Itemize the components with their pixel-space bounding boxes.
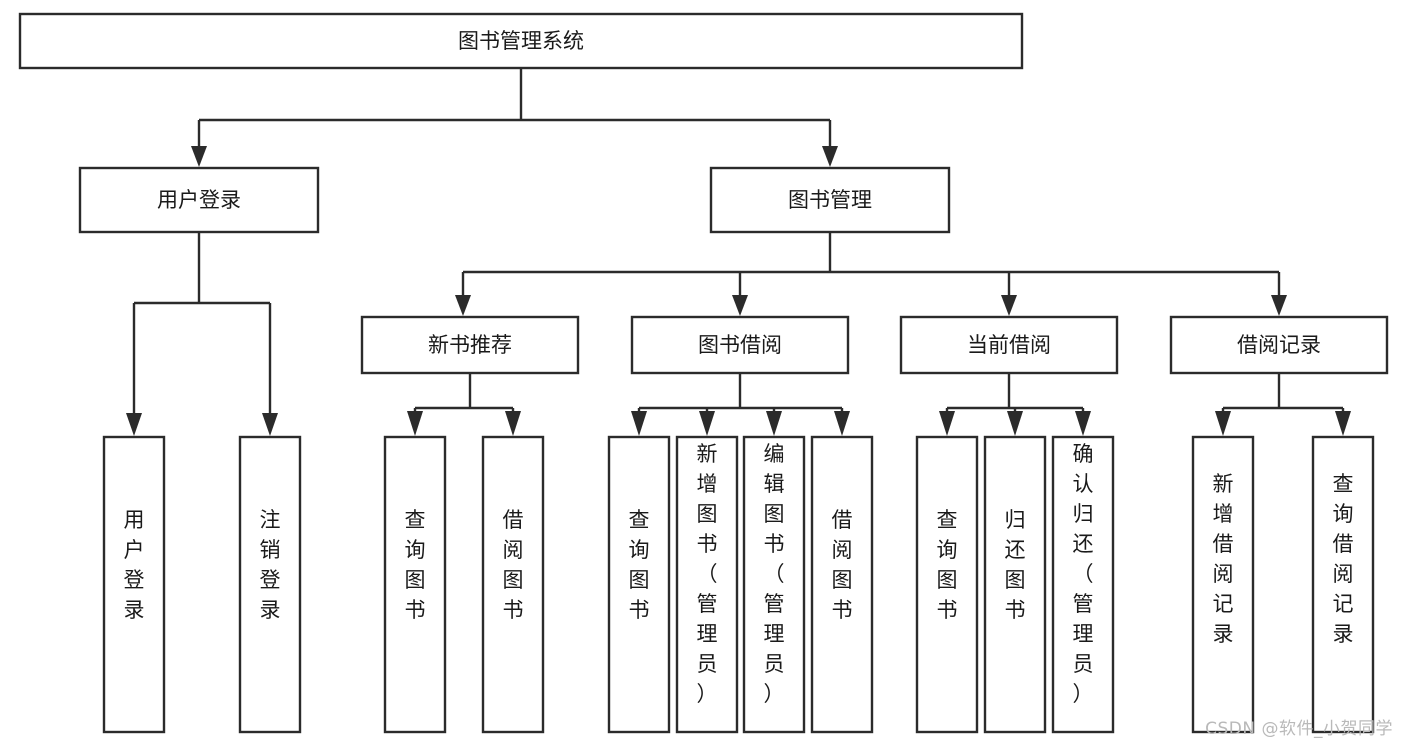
- node-book-manage[interactable]: 图书管理: [709, 166, 951, 234]
- node-leaf-return-book-rect[interactable]: [983, 435, 1047, 734]
- arrowhead-leaf-query-book-2: [631, 411, 647, 436]
- node-root-rect[interactable]: [18, 12, 1024, 70]
- arrowhead-leaf-add-book: [699, 411, 715, 436]
- connector-group-new-book-rec: [407, 373, 521, 436]
- node-leaf-borrow-book-2-label: 借阅图书: [832, 508, 853, 622]
- node-leaf-query-book-3-rect[interactable]: [915, 435, 979, 734]
- node-book-manage-rect[interactable]: [709, 166, 951, 234]
- node-leaf-confirm-return-rect[interactable]: [1051, 435, 1115, 734]
- node-leaf-user-login[interactable]: 用户登录: [102, 435, 166, 734]
- arrowhead-leaf-add-record: [1215, 411, 1231, 436]
- node-book-borrow[interactable]: 图书借阅: [630, 315, 850, 375]
- node-new-book-rec-label: 新书推荐: [428, 333, 512, 357]
- node-leaf-logout-rect[interactable]: [238, 435, 302, 734]
- node-leaf-query-book-1-rect[interactable]: [383, 435, 447, 734]
- node-leaf-borrow-book-1-rect[interactable]: [481, 435, 545, 734]
- node-leaf-edit-book-label: 编辑图书（管理员）: [764, 442, 785, 706]
- node-leaf-add-book-label: 新增图书（管理员）: [697, 442, 718, 706]
- arrowhead-new-book-rec: [455, 295, 471, 316]
- node-current-borrow[interactable]: 当前借阅: [899, 315, 1119, 375]
- node-root-label: 图书管理系统: [458, 29, 584, 53]
- node-leaf-return-book[interactable]: 归还图书: [983, 435, 1047, 734]
- node-leaf-edit-book[interactable]: 编辑图书（管理员）: [742, 435, 806, 734]
- node-borrow-record-label: 借阅记录: [1237, 333, 1321, 357]
- node-leaf-edit-book-rect[interactable]: [742, 435, 806, 734]
- node-leaf-logout[interactable]: 注销登录: [238, 435, 302, 734]
- arrowhead-leaf-confirm-return: [1075, 411, 1091, 436]
- node-borrow-record-rect[interactable]: [1169, 315, 1389, 375]
- arrowhead-leaf-query-record: [1335, 411, 1351, 436]
- arrowhead-book-manage: [822, 146, 838, 167]
- node-leaf-borrow-book-1-label: 借阅图书: [503, 508, 524, 622]
- arrowhead-leaf-user-login: [126, 413, 142, 436]
- node-new-book-rec[interactable]: 新书推荐: [360, 315, 580, 375]
- node-user-login[interactable]: 用户登录: [78, 166, 320, 234]
- node-book-borrow-label: 图书借阅: [698, 333, 782, 357]
- node-root[interactable]: 图书管理系统: [18, 12, 1024, 70]
- connector-group-book-manage: [455, 232, 1287, 316]
- node-leaf-query-book-2[interactable]: 查询图书: [607, 435, 671, 734]
- node-leaf-add-record-rect[interactable]: [1191, 435, 1255, 734]
- node-leaf-query-record-label: 查询借阅记录: [1333, 472, 1354, 646]
- node-book-borrow-rect[interactable]: [630, 315, 850, 375]
- arrowhead-borrow-record: [1271, 295, 1287, 316]
- arrowhead-leaf-edit-book: [766, 411, 782, 436]
- node-leaf-borrow-book-1[interactable]: 借阅图书: [481, 435, 545, 734]
- connector-group-user-login: [126, 232, 278, 436]
- connector-group-current-borrow: [939, 373, 1091, 436]
- connector-group-book-borrow: [631, 373, 850, 436]
- node-new-book-rec-rect[interactable]: [360, 315, 580, 375]
- arrowhead-leaf-query-book-1: [407, 411, 423, 436]
- node-leaf-borrow-book-2[interactable]: 借阅图书: [810, 435, 874, 734]
- node-user-login-label: 用户登录: [157, 188, 241, 212]
- arrowhead-user-login: [191, 146, 207, 167]
- arrowhead-current-borrow: [1001, 295, 1017, 316]
- arrowhead-book-borrow: [732, 295, 748, 316]
- node-leaf-return-book-label: 归还图书: [1005, 508, 1026, 622]
- node-borrow-record[interactable]: 借阅记录: [1169, 315, 1389, 375]
- node-leaf-query-book-3-label: 查询图书: [937, 508, 958, 622]
- node-leaf-add-book-rect[interactable]: [675, 435, 739, 734]
- node-leaf-add-record[interactable]: 新增借阅记录: [1191, 435, 1255, 734]
- node-leaf-query-record[interactable]: 查询借阅记录: [1311, 435, 1375, 734]
- arrowhead-leaf-logout: [262, 413, 278, 436]
- node-leaf-query-book-2-rect[interactable]: [607, 435, 671, 734]
- node-leaf-confirm-return-label: 确认归还（管理员）: [1073, 442, 1094, 706]
- node-current-borrow-rect[interactable]: [899, 315, 1119, 375]
- node-current-borrow-label: 当前借阅: [967, 333, 1051, 357]
- node-leaf-user-login-label: 用户登录: [124, 508, 145, 622]
- node-leaf-add-book[interactable]: 新增图书（管理员）: [675, 435, 739, 734]
- node-leaf-query-book-1-label: 查询图书: [405, 508, 426, 622]
- connector-group-borrow-record: [1215, 373, 1351, 436]
- arrowhead-leaf-return-book: [1007, 411, 1023, 436]
- node-leaf-borrow-book-2-rect[interactable]: [810, 435, 874, 734]
- arrowhead-leaf-borrow-book-2: [834, 411, 850, 436]
- node-leaf-logout-label: 注销登录: [260, 508, 281, 622]
- node-leaf-query-book-2-label: 查询图书: [629, 508, 650, 622]
- node-leaf-user-login-rect[interactable]: [102, 435, 166, 734]
- arrowhead-leaf-query-book-3: [939, 411, 955, 436]
- node-leaf-query-record-rect[interactable]: [1311, 435, 1375, 734]
- node-user-login-rect[interactable]: [78, 166, 320, 234]
- node-leaf-query-book-3[interactable]: 查询图书: [915, 435, 979, 734]
- connector-group-root: [191, 68, 838, 167]
- node-leaf-query-book-1[interactable]: 查询图书: [383, 435, 447, 734]
- arrowhead-leaf-borrow-book-1: [505, 411, 521, 436]
- node-book-manage-label: 图书管理: [788, 188, 872, 212]
- node-leaf-add-record-label: 新增借阅记录: [1213, 472, 1234, 646]
- node-leaf-confirm-return[interactable]: 确认归还（管理员）: [1051, 435, 1115, 734]
